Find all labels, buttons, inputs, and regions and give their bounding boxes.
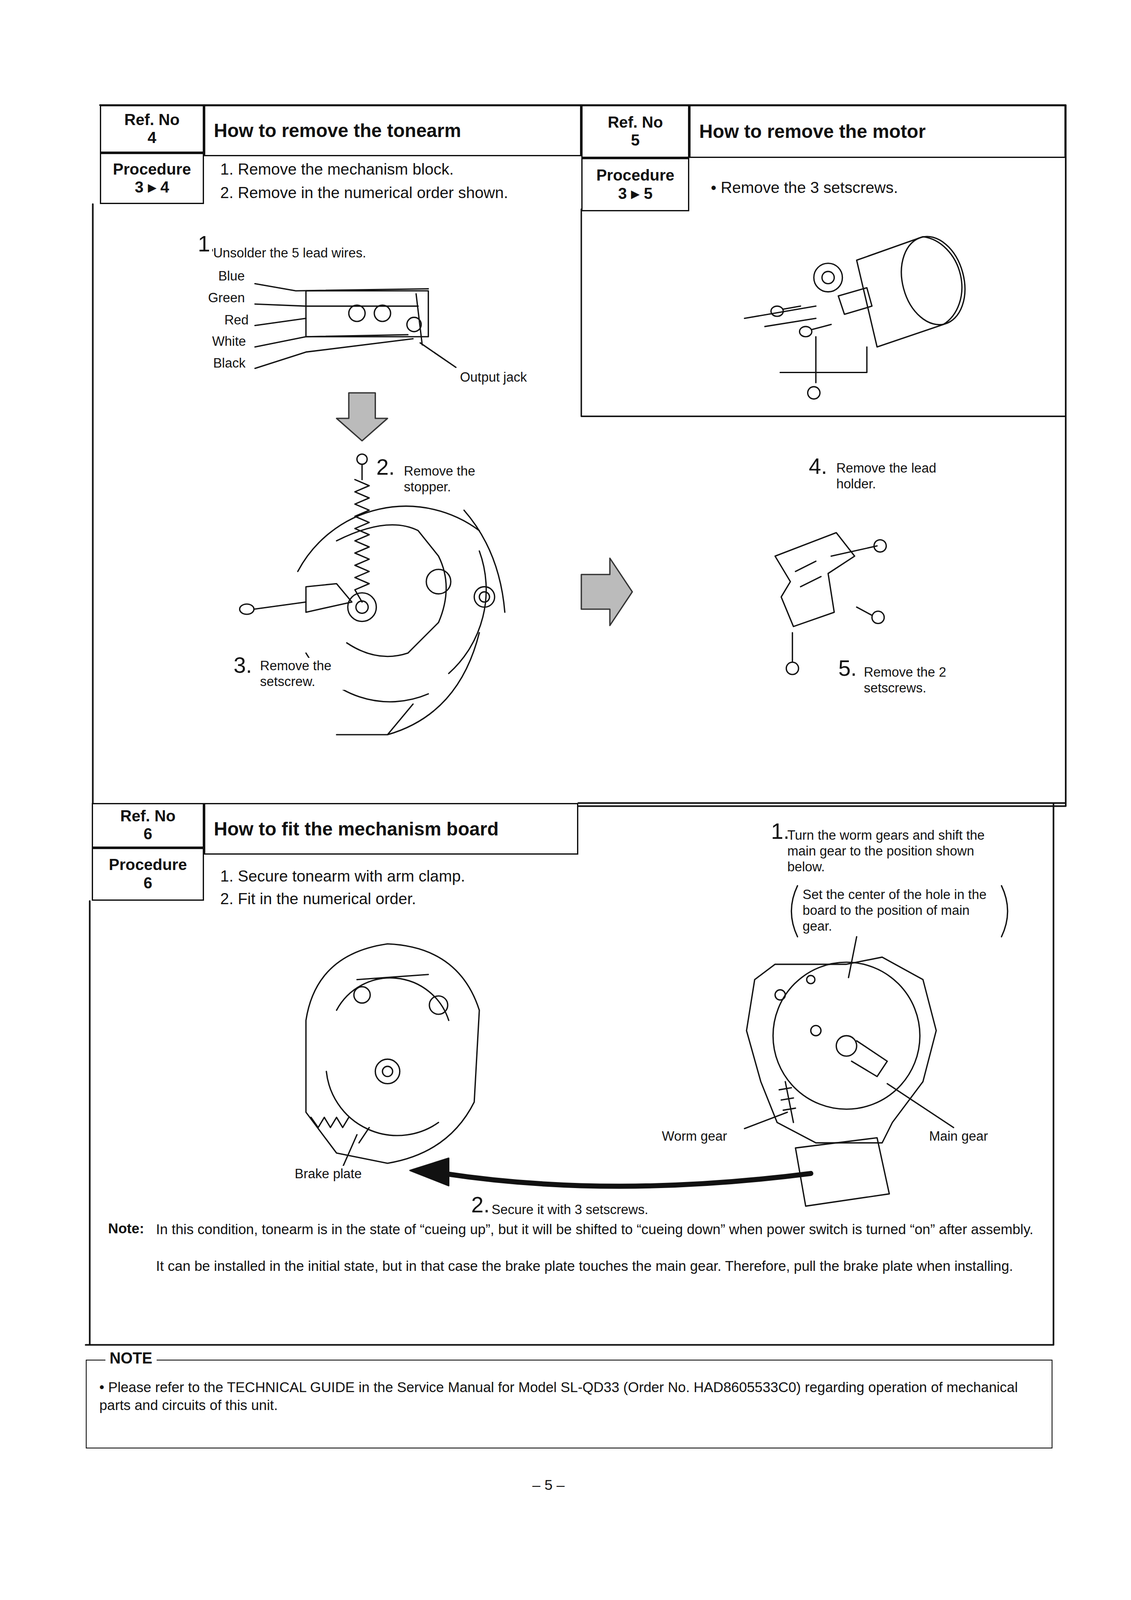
note-text: It can be installed in the initial state… bbox=[156, 1257, 1039, 1275]
section-title: How to remove the tonearm bbox=[204, 104, 582, 157]
cell-heading: Procedure bbox=[596, 166, 675, 185]
section-title: How to remove the motor bbox=[689, 104, 1066, 158]
callout-text: Unsolder the 5 lead wires. bbox=[212, 244, 366, 261]
callout-number: 4. bbox=[808, 452, 828, 480]
wire-name: Black bbox=[212, 355, 246, 371]
ref-number-box: Ref. No5 bbox=[581, 104, 690, 158]
callout-text: Secure it with 3 setscrews. bbox=[491, 1201, 649, 1218]
cell-heading: Procedure bbox=[108, 855, 187, 875]
cell-heading: Procedure bbox=[113, 160, 192, 179]
procedure-box: Procedure6 bbox=[91, 847, 205, 901]
instruction: 2. Remove in the numerical order shown. bbox=[220, 183, 509, 203]
wire-name: Blue bbox=[218, 268, 245, 284]
callout-number: 5. bbox=[838, 654, 857, 682]
instruction: 1. Secure tonearm with arm clamp. bbox=[220, 866, 466, 886]
callout-text: Remove the lead holder. bbox=[836, 460, 939, 492]
callout-text: Remove the setscrew. bbox=[259, 657, 362, 690]
ref-number-box: Ref. No4 bbox=[99, 104, 205, 153]
part-name: Output jack bbox=[460, 369, 528, 385]
procedure-box: Procedure3 ▸ 5 bbox=[581, 157, 690, 211]
note-box: NOTE• Please refer to the TECHNICAL GUID… bbox=[85, 1359, 1053, 1449]
callout-text: Turn the worm gears and shift the main g… bbox=[787, 827, 1012, 875]
callout-text: Remove the stopper. bbox=[403, 463, 506, 495]
note-heading: NOTE bbox=[105, 1349, 157, 1368]
title-text: How to remove the motor bbox=[699, 120, 926, 143]
callout-number: 1. bbox=[771, 817, 790, 845]
cell-heading: Ref. No bbox=[120, 807, 176, 826]
note-body: • Please refer to the TECHNICAL GUIDE in… bbox=[99, 1378, 1039, 1414]
cell-value: 4 bbox=[147, 128, 157, 148]
part-name: Brake plate bbox=[294, 1165, 362, 1182]
title-text: How to fit the mechanism board bbox=[213, 818, 499, 840]
callout-number: 2. bbox=[376, 453, 395, 481]
callout-text: Remove the 2 setscrews. bbox=[863, 664, 966, 696]
part-name: Main gear bbox=[929, 1128, 989, 1144]
procedure-box: Procedure3 ▸ 4 bbox=[99, 152, 205, 205]
ref-number-box: Ref. No6 bbox=[91, 802, 205, 848]
instruction: 1. Remove the mechanism block. bbox=[220, 160, 454, 179]
cell-value: 6 bbox=[143, 824, 153, 844]
page-number: – 5 – bbox=[532, 1475, 565, 1494]
callout-number: 2. bbox=[471, 1191, 490, 1218]
cell-value: 3 ▸ 5 bbox=[617, 184, 653, 204]
callout-number: 3. bbox=[233, 651, 252, 679]
note-heading: Note: bbox=[107, 1219, 144, 1237]
note-text: In this condition, tonearm is in the sta… bbox=[156, 1220, 1039, 1238]
cell-heading: Ref. No bbox=[124, 110, 180, 130]
callout-text: Set the center of the hole in the board … bbox=[802, 886, 997, 935]
title-text: How to remove the tonearm bbox=[213, 119, 461, 142]
cell-heading: Ref. No bbox=[607, 113, 664, 132]
wire-name: White bbox=[212, 333, 246, 350]
instruction: • Remove the 3 setscrews. bbox=[711, 178, 899, 198]
part-name: Worm gear bbox=[661, 1128, 728, 1144]
wire-name: Red bbox=[224, 311, 249, 328]
cell-value: 3 ▸ 4 bbox=[134, 178, 170, 197]
cell-value: 5 bbox=[630, 131, 640, 150]
instruction: 2. Fit in the numerical order. bbox=[220, 889, 417, 909]
cell-value: 6 bbox=[143, 874, 153, 893]
wire-name: Green bbox=[208, 289, 245, 306]
section-title: How to fit the mechanism board bbox=[204, 802, 579, 855]
